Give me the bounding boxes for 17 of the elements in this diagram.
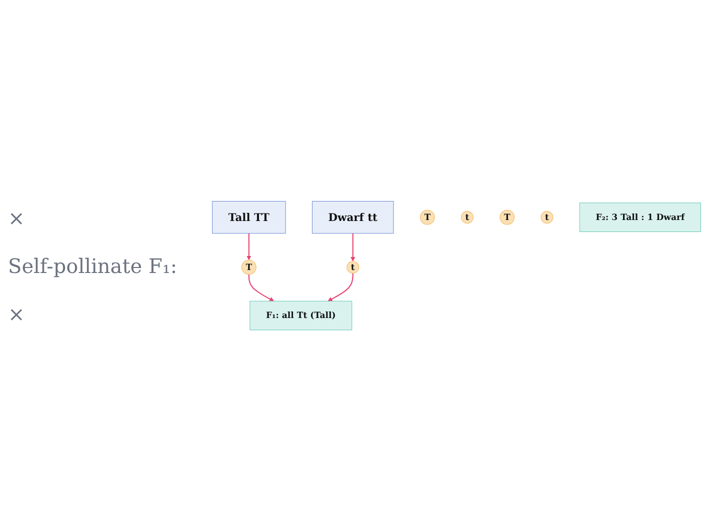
node-box: F₂: 3 Tall : 1 Dwarf [579, 202, 701, 232]
note-text: × [8, 302, 26, 326]
node-circle: T [241, 260, 256, 275]
arrow [248, 274, 274, 302]
node-box: Dwarf tt [312, 200, 394, 234]
node-circle: t [540, 210, 554, 224]
arrow [246, 233, 252, 260]
node-circle: t [461, 210, 474, 224]
node-box: F₁: all Tt (Tall) [250, 300, 352, 330]
note-text: × [8, 206, 26, 230]
node-box: Tall TT [212, 200, 286, 234]
arrow [328, 273, 354, 302]
node-circle: t [346, 260, 360, 274]
node-circle: T [420, 210, 435, 225]
arrow [350, 233, 356, 262]
node-circle: T [500, 210, 515, 225]
note-text: Self-pollinate F₁: [8, 254, 178, 278]
